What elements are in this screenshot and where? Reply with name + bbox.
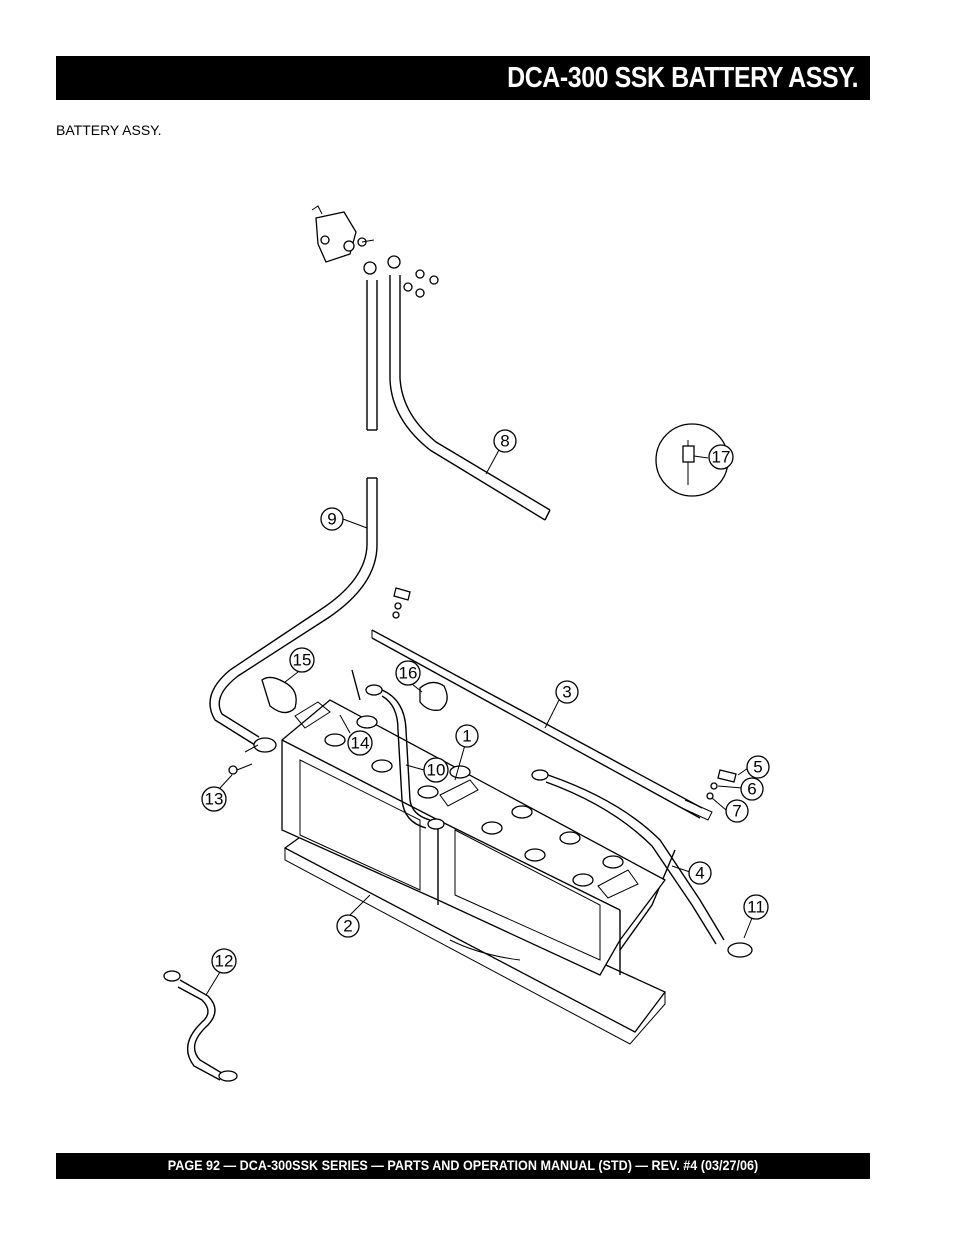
- callout-16: 16: [395, 660, 423, 693]
- svg-text:17: 17: [712, 448, 731, 467]
- callout-15: 15: [284, 647, 315, 683]
- page-title: DCA-300 SSK BATTERY ASSY.: [507, 62, 858, 94]
- page-header-bar: DCA-300 SSK BATTERY ASSY.: [56, 56, 870, 100]
- callout-17: 17: [693, 444, 734, 470]
- svg-text:5: 5: [753, 758, 762, 777]
- svg-text:9: 9: [327, 510, 336, 529]
- page-footer-text: PAGE 92 — DCA-300SSK SERIES — PARTS AND …: [167, 1157, 759, 1173]
- cable-9-lower: [209, 477, 378, 753]
- callout-4: 4: [671, 861, 712, 885]
- battery-switch: [311, 205, 439, 298]
- svg-text:12: 12: [215, 952, 234, 971]
- svg-text:11: 11: [747, 898, 765, 917]
- svg-text:7: 7: [732, 802, 741, 821]
- svg-text:14: 14: [351, 734, 370, 753]
- callout-11: 11: [743, 894, 769, 939]
- svg-text:3: 3: [562, 683, 571, 702]
- hold-down-rod-14: [351, 669, 361, 701]
- callout-6: 6: [717, 777, 764, 801]
- hold-down-bar-3: [371, 629, 713, 821]
- callout-1: 1: [454, 724, 479, 781]
- battery-pair-1: [281, 699, 666, 976]
- jumper-cable-10: [365, 684, 445, 830]
- svg-text:13: 13: [205, 790, 224, 809]
- callout-13: 13: [201, 774, 233, 812]
- cable-8: [389, 275, 551, 521]
- svg-text:4: 4: [695, 864, 704, 883]
- svg-text:6: 6: [747, 780, 756, 799]
- svg-text:16: 16: [399, 664, 418, 683]
- bolt-13: [228, 763, 253, 775]
- callout-7: 7: [711, 797, 749, 823]
- terminal-cover-15: [261, 676, 297, 714]
- page-footer-bar: PAGE 92 — DCA-300SSK SERIES — PARTS AND …: [56, 1153, 870, 1179]
- svg-text:8: 8: [500, 432, 509, 451]
- cable-9-upper: [366, 280, 378, 431]
- svg-text:10: 10: [427, 761, 446, 780]
- callout-8: 8: [485, 429, 517, 475]
- terminal-cover-16: [419, 681, 448, 711]
- hardware-5-6-7: [392, 587, 737, 800]
- callout-14: 14: [339, 714, 373, 756]
- callout-10: 10: [405, 757, 449, 783]
- section-label: BATTERY ASSY.: [56, 122, 162, 138]
- callout-5: 5: [737, 755, 770, 779]
- svg-text:2: 2: [343, 917, 352, 936]
- cable-12: [163, 970, 238, 1082]
- callout-9: 9: [320, 507, 368, 531]
- cable-11: [531, 769, 753, 958]
- svg-text:1: 1: [462, 727, 471, 746]
- callout-3: 3: [544, 680, 579, 729]
- battery-caps: [324, 715, 624, 887]
- callout-12: 12: [205, 948, 237, 996]
- svg-text:15: 15: [293, 651, 312, 670]
- callout-2: 2: [336, 894, 371, 938]
